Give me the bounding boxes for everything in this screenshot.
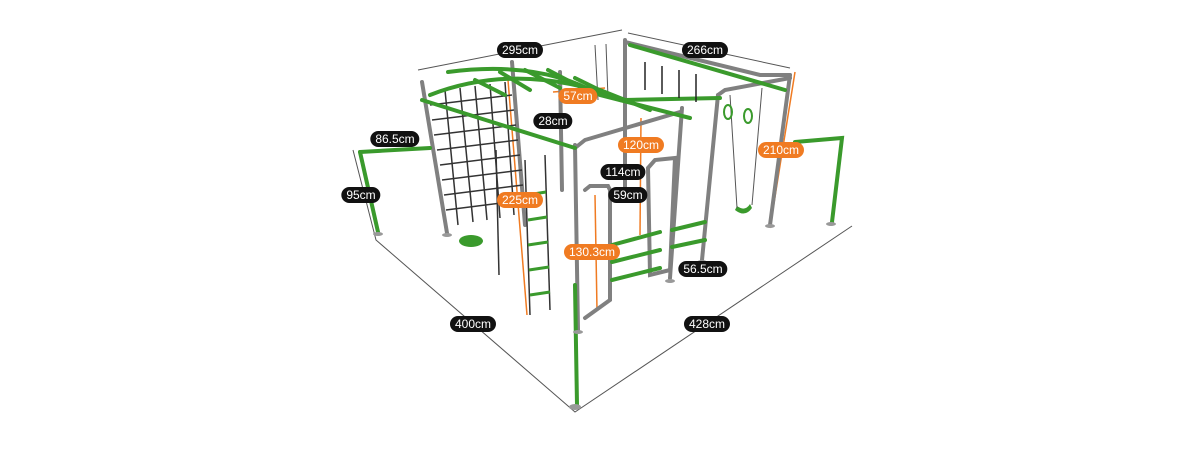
dimension-label-59cm: 59cm — [608, 187, 648, 203]
dimension-label-56-5cm: 56.5cm — [678, 261, 728, 277]
dimension-label-86-5cm: 86.5cm — [370, 131, 420, 147]
floor-outline — [352, 149, 853, 413]
gym-rings — [723, 104, 753, 124]
dimension-label-225cm: 225cm — [496, 192, 544, 208]
dimension-label-400cm: 400cm — [449, 316, 497, 332]
dimension-label-130-3cm: 130.3cm — [563, 244, 621, 260]
dimension-label-95cm: 95cm — [341, 187, 381, 203]
green-bars — [358, 43, 845, 407]
dimension-label-120cm: 120cm — [617, 137, 665, 153]
disc-swing — [459, 235, 483, 247]
ring-handles — [644, 62, 697, 102]
dimension-label-266cm: 266cm — [681, 42, 729, 58]
dimension-label-295cm: 295cm — [496, 42, 544, 58]
belt-swing-seat — [735, 204, 752, 214]
dimension-label-428cm: 428cm — [683, 316, 731, 332]
dimension-label-114cm: 114cm — [600, 164, 646, 180]
dimension-label-57cm: 57cm — [558, 88, 598, 104]
dimension-label-210cm: 210cm — [757, 142, 805, 158]
dimension-label-28cm: 28cm — [533, 113, 573, 129]
